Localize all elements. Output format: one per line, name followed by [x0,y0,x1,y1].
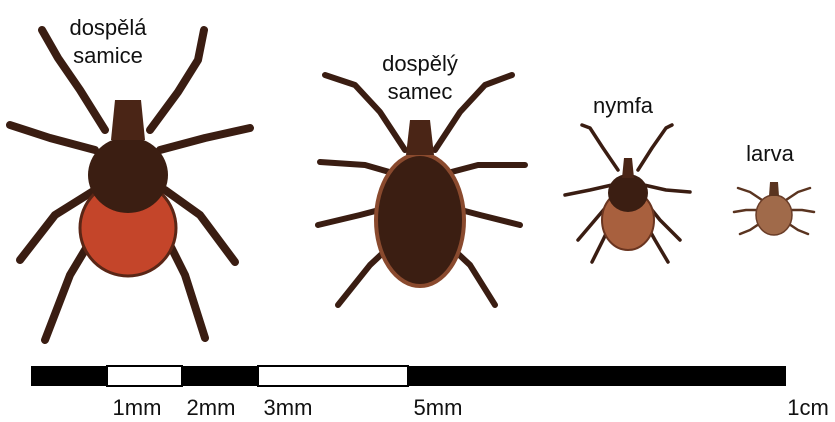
nymph-tick [565,125,690,262]
scale-label-5mm: 5mm [414,394,463,422]
scale-label-3mm: 3mm [264,394,313,422]
scale-bar [31,366,786,386]
adult-female-tick [10,30,250,340]
scale-label-1cm: 1cm [787,394,829,422]
scale-segment-2-3mm [182,366,258,386]
scale-segment-1-2mm [107,366,182,386]
scale-segment-5mm-1cm [408,366,786,386]
scale-label-2mm: 2mm [187,394,236,422]
scale-segment-3-5mm [258,366,408,386]
scale-label-1mm: 1mm [113,394,162,422]
scale-segment-0-1mm [31,366,107,386]
larva-tick [734,182,814,235]
adult-male-tick [318,75,525,305]
